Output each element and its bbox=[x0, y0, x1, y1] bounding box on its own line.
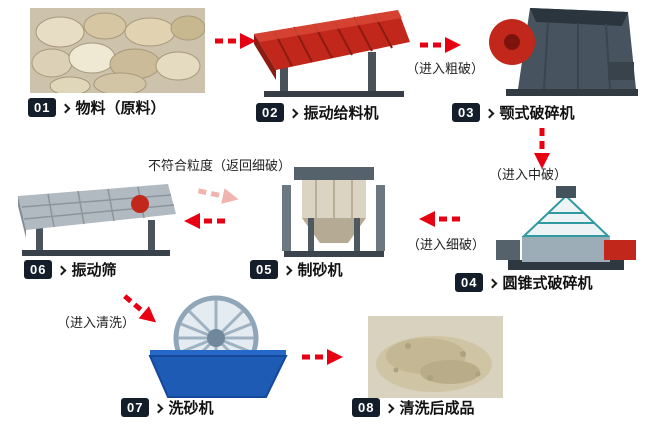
node-tag-04: 04 圆锥式破碎机 bbox=[455, 272, 592, 293]
note-enter-coarse-crushing: （进入粗破） bbox=[406, 61, 485, 76]
arrow-feeder-to-jaw-icon bbox=[418, 36, 462, 54]
chevron-right-icon bbox=[488, 278, 498, 288]
arrow-washer-to-product-icon bbox=[300, 348, 344, 366]
node-tag-02: 02 振动给料机 bbox=[256, 102, 378, 123]
cone-crusher-image bbox=[492, 182, 642, 274]
finished-sand-image bbox=[368, 316, 503, 398]
note-enter-washing: （进入清洗） bbox=[57, 315, 136, 330]
raw-material-image bbox=[30, 8, 206, 96]
node-tag-05: 05 制砂机 bbox=[250, 259, 342, 280]
vibrating-screen-image bbox=[12, 176, 182, 258]
arrow-jaw-to-cone-icon bbox=[533, 126, 551, 170]
node-label: 物料（原料） bbox=[75, 100, 166, 117]
node-tag-06: 06 振动筛 bbox=[24, 259, 116, 280]
node-number-badge: 02 bbox=[256, 102, 285, 123]
node-number-badge: 01 bbox=[28, 97, 57, 118]
note-enter-medium-crushing: （进入中破） bbox=[489, 167, 568, 182]
node-tag-01: 01 物料（原料） bbox=[28, 97, 165, 118]
chevron-right-icon bbox=[57, 265, 67, 275]
vibrating-feeder-image bbox=[250, 6, 415, 98]
arrow-sandmaker-to-screen-icon bbox=[183, 212, 227, 230]
chevron-right-icon bbox=[154, 403, 164, 413]
node-label: 颚式破碎机 bbox=[499, 105, 575, 122]
note-oversize-return: 不符合粒度（返回细破） bbox=[148, 158, 292, 173]
chevron-right-icon bbox=[485, 108, 495, 118]
chevron-right-icon bbox=[385, 403, 395, 413]
sand-washer-image bbox=[148, 294, 288, 399]
chevron-right-icon bbox=[283, 265, 293, 275]
node-label: 制砂机 bbox=[297, 262, 343, 279]
node-number-badge: 08 bbox=[352, 397, 381, 418]
sand-making-machine-image bbox=[262, 163, 407, 258]
node-number-badge: 04 bbox=[455, 272, 484, 293]
note-enter-fine-crushing: （进入细破） bbox=[407, 237, 486, 252]
node-number-badge: 07 bbox=[121, 397, 150, 418]
jaw-crusher-image bbox=[478, 2, 646, 97]
node-tag-08: 08 清洗后成品 bbox=[352, 397, 474, 418]
node-label: 圆锥式破碎机 bbox=[502, 275, 593, 292]
arrow-screen-return-to-sandmaker-icon bbox=[195, 182, 242, 209]
node-number-badge: 05 bbox=[250, 259, 279, 280]
node-label: 振动筛 bbox=[71, 262, 117, 279]
node-tag-07: 07 洗砂机 bbox=[121, 397, 213, 418]
node-label: 清洗后成品 bbox=[399, 400, 475, 417]
node-label: 洗砂机 bbox=[168, 400, 214, 417]
arrow-cone-to-sandmaker-icon bbox=[418, 210, 462, 228]
arrow-material-to-feeder-icon bbox=[213, 32, 257, 50]
node-tag-03: 03 颚式破碎机 bbox=[452, 102, 574, 123]
node-number-badge: 03 bbox=[452, 102, 481, 123]
node-label: 振动给料机 bbox=[303, 105, 379, 122]
node-number-badge: 06 bbox=[24, 259, 53, 280]
chevron-right-icon bbox=[61, 103, 71, 113]
arrow-screen-to-washer-icon bbox=[117, 288, 162, 330]
chevron-right-icon bbox=[289, 108, 299, 118]
